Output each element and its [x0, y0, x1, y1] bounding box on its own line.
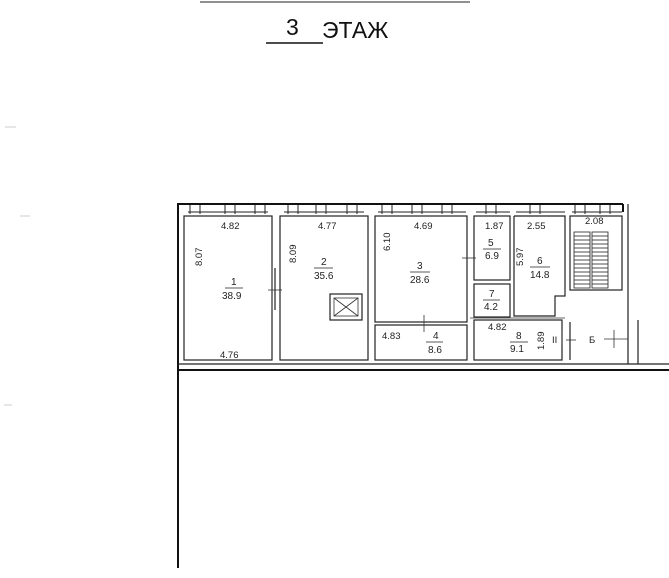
room-4-area: 8.6	[428, 345, 442, 356]
room-6-side-dim: 5.97	[515, 248, 526, 267]
room-1-area: 38.9	[222, 291, 242, 302]
room-8-area: 9.1	[510, 344, 524, 355]
room-1: 4.82 8.07 4.76 1 38.9	[183, 215, 282, 361]
room-3-top-dim: 4.69	[414, 221, 433, 232]
room-6-area: 14.8	[530, 270, 550, 281]
room-7: 7 4.2	[473, 283, 511, 318]
room-4-number: 4	[433, 331, 439, 342]
room-8: 4.82 1.89 8 9.1	[470, 317, 565, 361]
room-5: 1.87 5 6.9	[473, 215, 511, 281]
floor-word: ЭТАЖ	[322, 17, 388, 43]
room-6-number: 6	[537, 256, 543, 267]
room-4: 4.83 4 8.6	[374, 315, 468, 361]
room-8-side-dim: 1.89	[536, 332, 547, 351]
room-2-area: 35.6	[314, 271, 334, 282]
room-7-area: 4.2	[484, 302, 498, 313]
room-2: 4.77 8.09 2 35.6	[279, 215, 369, 361]
room-2-number: 2	[321, 257, 327, 268]
room-3-side-dim: 6.10	[382, 233, 393, 252]
room-3-number: 3	[417, 261, 423, 272]
room-1-side-dim: 8.07	[194, 248, 205, 267]
staircase: 2.08 II Б	[552, 215, 628, 360]
room-2-side-dim: 8.09	[288, 245, 299, 264]
room-1-top-dim: 4.82	[221, 221, 240, 232]
floor-number: 3	[286, 14, 299, 40]
room-7-number: 7	[489, 289, 495, 300]
stair-width-label: 2.08	[585, 216, 604, 227]
room-3: 4.69 6.10 3 28.6	[374, 215, 476, 323]
room-2-top-dim: 4.77	[318, 221, 337, 232]
window-marks	[188, 205, 622, 214]
room-5-area: 6.9	[485, 251, 499, 262]
room-6-top-dim: 2.55	[527, 221, 546, 232]
room-1-bottom-dim: 4.76	[220, 350, 239, 361]
room-5-number: 5	[488, 238, 494, 249]
room-5-dim: 1.87	[485, 221, 504, 232]
room-8-dim: 4.82	[488, 322, 507, 333]
margin-marks	[4, 126, 30, 406]
elevator-box	[329, 293, 363, 321]
room-3-area: 28.6	[410, 275, 430, 286]
room-1-number: 1	[231, 277, 237, 288]
room-6: 2.55 5.97 6 14.8	[513, 215, 566, 317]
room-4-dim: 4.83	[382, 331, 401, 342]
letter-b-label: Б	[589, 335, 595, 346]
roman-two-label: II	[552, 335, 557, 346]
room-8-number: 8	[516, 331, 522, 342]
building-outline	[177, 203, 669, 568]
